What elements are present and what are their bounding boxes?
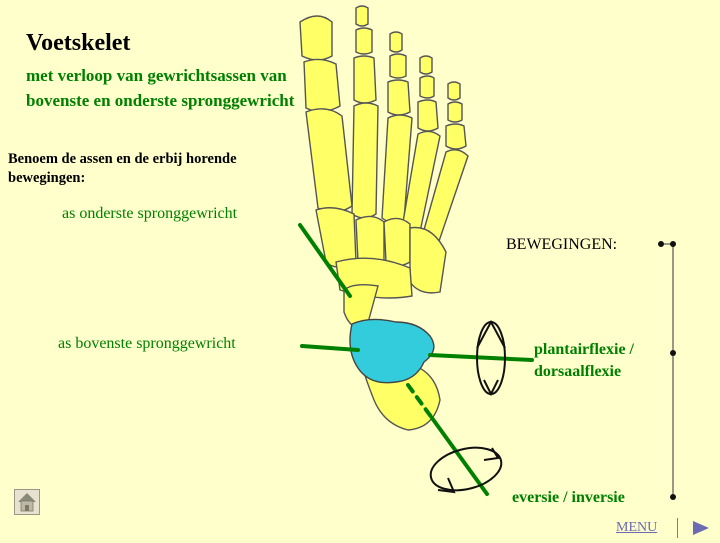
- rotation-arrow-plantarflexion: [476, 319, 506, 397]
- question-text: Benoem de assen en de erbij horende bewe…: [8, 151, 237, 186]
- home-button[interactable]: [14, 489, 40, 515]
- joint-axes: [298, 223, 534, 496]
- home-icon: [14, 489, 40, 515]
- axis-upper-ankle-label: as bovenste spronggewricht: [58, 335, 236, 352]
- next-slide-button[interactable]: [690, 518, 712, 538]
- slide-title: Voetskelet: [26, 30, 131, 56]
- foot-bones: [299, 5, 469, 431]
- menu-link[interactable]: MENU: [616, 520, 658, 535]
- rotation-arrow-eversion: [429, 446, 503, 494]
- talus-bone: [349, 318, 435, 384]
- nav-divider: [677, 518, 678, 538]
- slide-subtitle: met verloop van gewrichtsassen van boven…: [26, 66, 295, 110]
- movements-heading: BEWEGINGEN:: [506, 236, 618, 253]
- movements-bracket: [658, 241, 676, 500]
- play-next-icon: [693, 521, 709, 535]
- movement-plantarflexion-label: plantairflexie / dorsaalflexie: [534, 341, 634, 380]
- movement-eversion-label: eversie / inversie: [512, 489, 625, 506]
- axis-lower-ankle-label: as onderste spronggewricht: [62, 205, 238, 222]
